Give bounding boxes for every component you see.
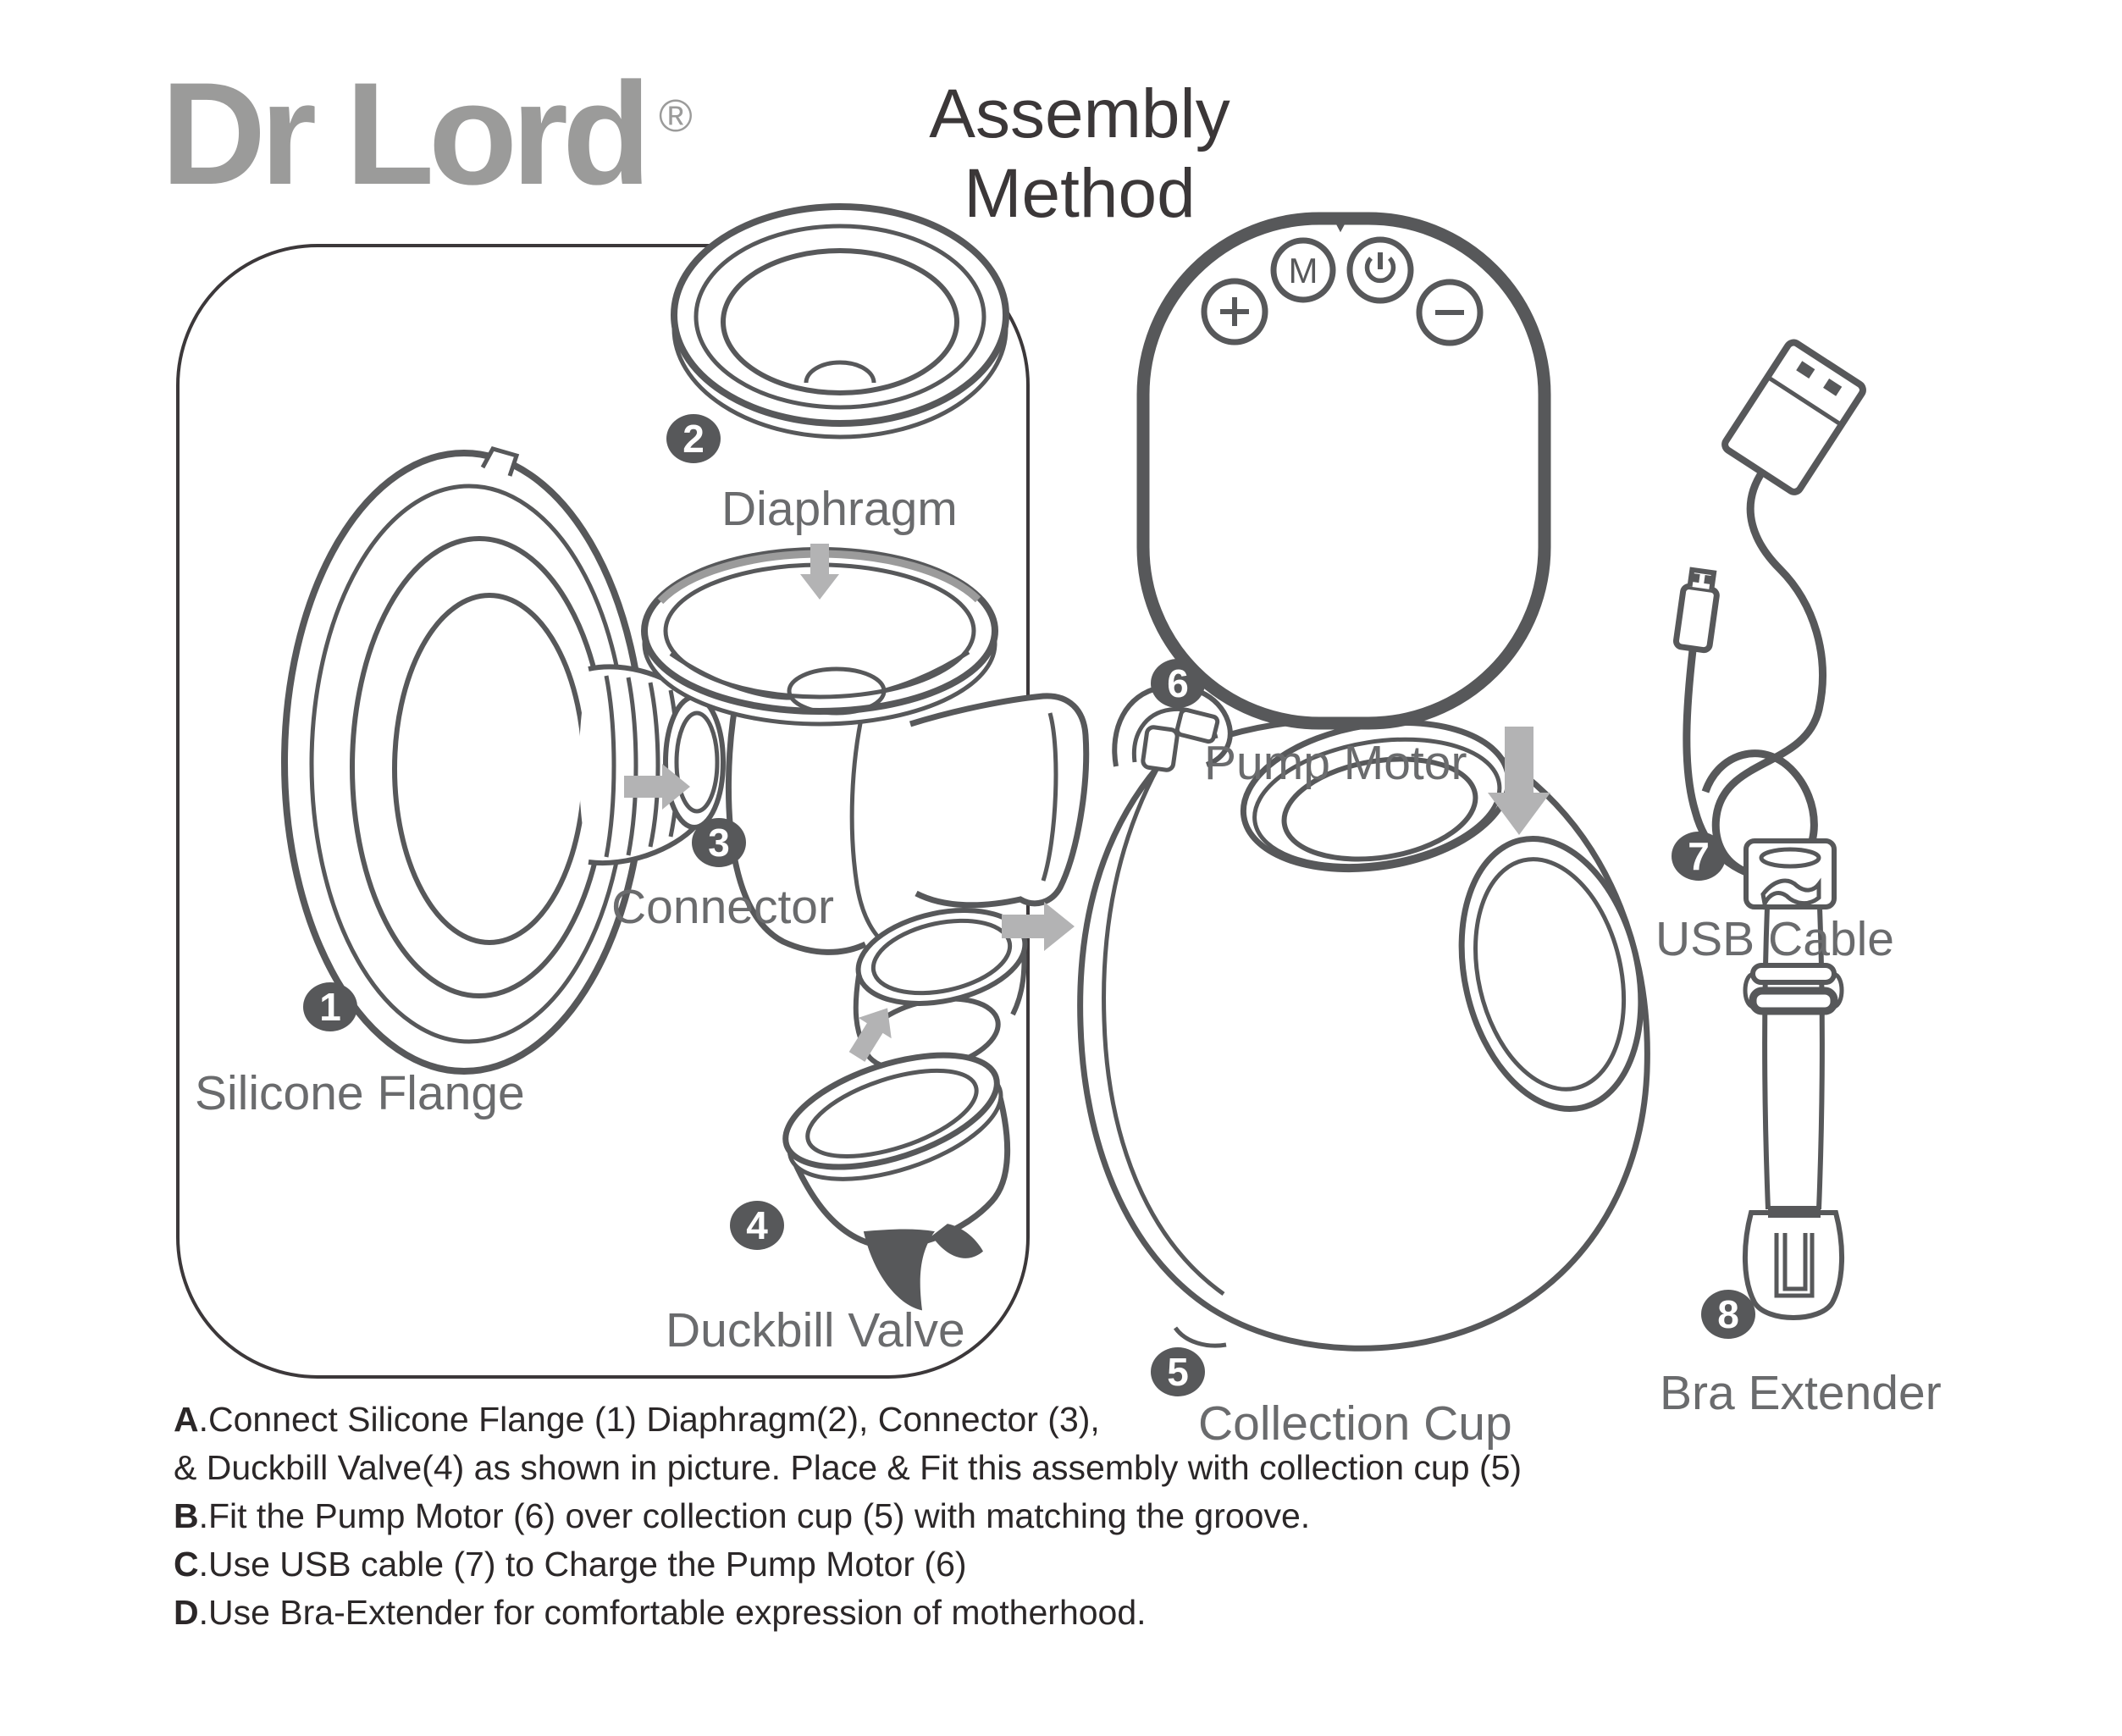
flow-arrows <box>624 544 1550 1062</box>
part-number-badge-3: 3 <box>692 818 746 867</box>
duckbill-valve-illustration <box>782 1052 1011 1311</box>
brand-logo: Dr Lord <box>161 53 651 215</box>
mode-button-label: M <box>1289 251 1318 290</box>
part-label-bra-extender: Bra Extender <box>1660 1366 1942 1420</box>
minus-button <box>1416 279 1484 346</box>
arrow-down-motor-icon <box>1488 727 1550 835</box>
instruction-line-d: D.Use Bra-Extender for comfortable expre… <box>174 1589 1522 1637</box>
arrow-up-right-icon <box>848 1008 892 1062</box>
micro-usb-plug <box>1672 567 1720 654</box>
instruction-line-a2: & Duckbill Valve(4) as shown in picture.… <box>174 1444 1522 1492</box>
bra-extender-illustration <box>1742 838 1845 1320</box>
part-label-collection-cup: Collection Cup <box>1198 1396 1512 1451</box>
part-number-badge-7: 7 <box>1672 832 1726 881</box>
part-number-badge-5: 5 <box>1151 1347 1205 1396</box>
usb-cable-illustration <box>1672 339 1866 880</box>
part-label-usb-cable: USB Cable <box>1655 912 1894 966</box>
part-number-badge-2: 2 <box>666 414 721 463</box>
instructions-block: A.Connect Silicone Flange (1) Diaphragm(… <box>174 1396 1522 1637</box>
part-label-duckbill-valve: Duckbill Valve <box>666 1303 965 1357</box>
silicone-flange-illustration <box>281 446 726 1075</box>
mode-button: M <box>1270 237 1336 303</box>
instruction-key: B <box>174 1496 199 1535</box>
instruction-line-c: C.Use USB cable (7) to Charge the Pump M… <box>174 1540 1522 1589</box>
collection-cup-illustration <box>1077 683 1650 1352</box>
part-label-silicone-flange: Silicone Flange <box>195 1066 525 1120</box>
pump-motor-illustration: M <box>1136 212 1551 730</box>
instruction-text: .Fit the Pump Motor (6) over collection … <box>198 1496 1311 1535</box>
part-label-pump-motor: Pump Motor <box>1204 736 1467 790</box>
instruction-text: .Connect Silicone Flange (1) Diaphragm(2… <box>198 1400 1100 1439</box>
instruction-line-a: A.Connect Silicone Flange (1) Diaphragm(… <box>174 1396 1522 1444</box>
arrow-down-icon <box>800 544 839 600</box>
plus-button <box>1201 278 1268 346</box>
diaphragm-illustration <box>671 203 1009 440</box>
arrow-right-to-cup-icon <box>1002 902 1075 951</box>
power-icon <box>1364 252 1396 284</box>
instruction-key: C <box>174 1545 199 1584</box>
instruction-text: & Duckbill Valve(4) as shown in picture.… <box>174 1448 1522 1487</box>
instruction-key: A <box>174 1400 199 1439</box>
registered-trademark-icon: ® <box>659 91 693 141</box>
connector-illustration <box>641 547 1090 1074</box>
part-number-badge-1: 1 <box>303 982 357 1031</box>
power-button <box>1346 236 1414 304</box>
part-number-badge-6: 6 <box>1151 659 1205 708</box>
usb-a-plug <box>1721 339 1866 495</box>
arrow-right-icon <box>624 764 690 810</box>
instruction-text: .Use Bra-Extender for comfortable expres… <box>198 1593 1147 1632</box>
page-title: Assembly Method <box>929 75 1230 232</box>
instruction-key: D <box>174 1593 199 1632</box>
part-label-connector: Connector <box>611 880 834 934</box>
part-number-badge-8: 8 <box>1701 1290 1755 1339</box>
instruction-line-b: B.Fit the Pump Motor (6) over collection… <box>174 1492 1522 1540</box>
part-number-badge-4: 4 <box>730 1201 784 1250</box>
part-label-diaphragm: Diaphragm <box>721 482 958 536</box>
instruction-text: .Use USB cable (7) to Charge the Pump Mo… <box>198 1545 967 1584</box>
